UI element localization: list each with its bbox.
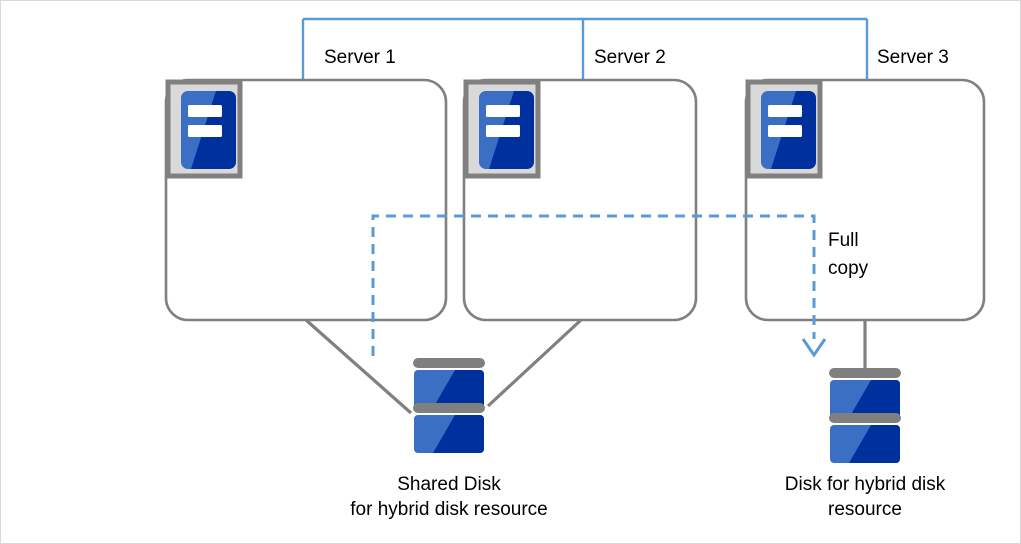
shared-disk-caption-line1: Shared Disk [397,474,501,495]
full-copy-dashed-path [371,214,827,358]
server-1-label: Server 1 [324,47,396,68]
disk-stack-icon [413,358,485,453]
hybrid-disk-caption-line2: resource [828,499,902,520]
disk-stack-icon [829,368,901,463]
hybrid-disk-caption-line1: Disk for hybrid disk [784,474,946,495]
shared-disk-connectors [304,318,583,415]
server-2-label: Server 2 [594,47,666,68]
shared-disk-caption-line2: for hybrid disk resource [350,499,548,520]
full-copy-annotation-line1: Full [828,230,859,251]
server-icon [745,79,823,179]
server-icon [463,79,541,179]
server-group-bracket [301,17,869,79]
full-copy-annotation-line2: copy [828,258,869,279]
server-3-label: Server 3 [877,47,949,68]
server-icon [165,79,243,179]
